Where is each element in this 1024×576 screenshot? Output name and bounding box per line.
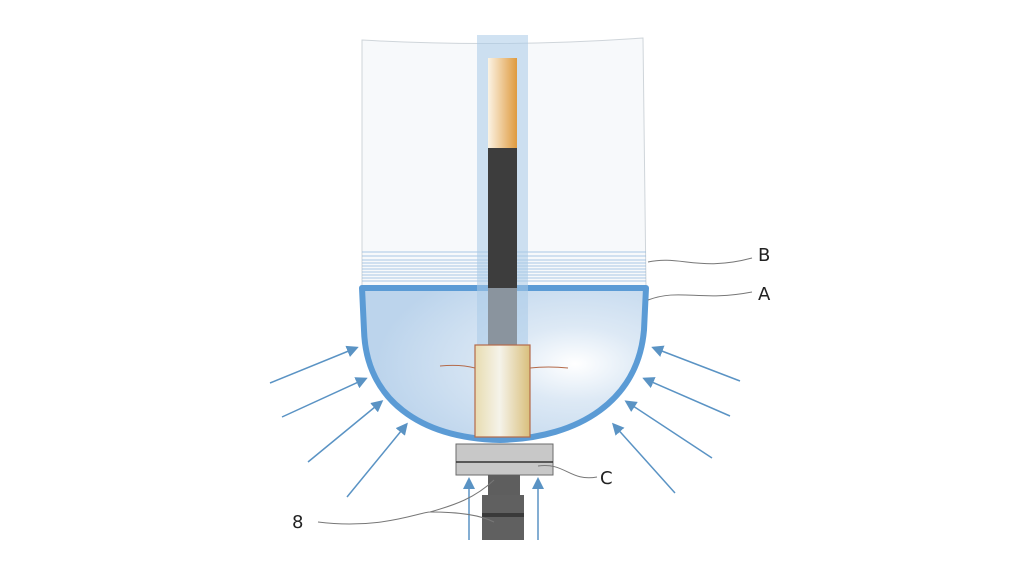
stem-band — [482, 513, 524, 517]
arrow — [281, 377, 368, 418]
rod-lower — [488, 288, 517, 345]
leader-8-lower — [429, 511, 495, 523]
arrow — [624, 400, 713, 459]
leader-b — [647, 257, 753, 265]
arrow — [642, 377, 731, 417]
rod-orange — [488, 58, 517, 148]
label-8: 8 — [292, 512, 303, 533]
label-c: C — [600, 468, 613, 489]
cylinder-wire-left — [439, 364, 476, 369]
arrow — [346, 422, 408, 498]
stem-upper — [488, 475, 520, 497]
arrow — [269, 345, 359, 384]
label-b: B — [758, 245, 770, 266]
arrow — [651, 345, 741, 382]
leader-a — [647, 291, 753, 301]
cylinder — [474, 344, 531, 438]
arrow — [307, 400, 384, 463]
stem-lower — [482, 495, 524, 540]
rod-dark — [488, 148, 517, 288]
leader-8-upper — [317, 479, 495, 525]
leader-c — [537, 464, 598, 479]
cylinder-wire-right — [529, 366, 569, 369]
plate-c — [455, 443, 554, 476]
label-a: A — [758, 284, 771, 305]
heat-arrows — [269, 345, 741, 540]
leader-lines — [317, 257, 753, 525]
arrow — [611, 422, 676, 494]
